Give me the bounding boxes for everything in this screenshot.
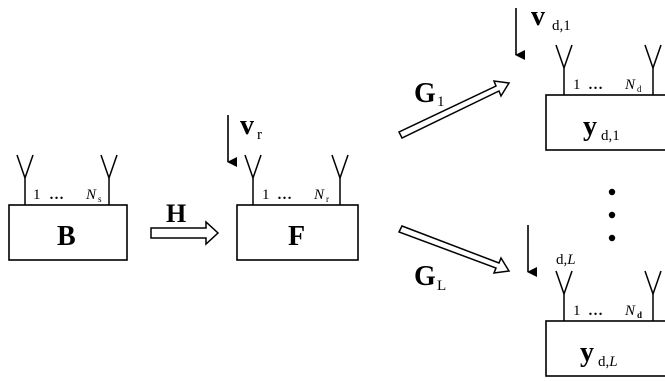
node-f-box bbox=[236, 204, 359, 261]
node-b-antenna-last-sub: s bbox=[98, 194, 102, 204]
node-f-antenna-last-sub: r bbox=[326, 194, 329, 204]
channel-g1-arrow bbox=[397, 80, 511, 139]
noise-vr-sub: r bbox=[257, 127, 262, 143]
channel-gl: G L bbox=[397, 225, 511, 294]
channel-h: H bbox=[150, 199, 220, 246]
channel-h-label: H bbox=[166, 199, 186, 228]
node-y1-antenna-first: 1 bbox=[573, 77, 581, 93]
node-yl-label: y bbox=[580, 337, 594, 368]
node-yl: 1 … N d y d,L bbox=[545, 270, 665, 377]
noise-vd1: v d,1 bbox=[515, 1, 571, 60]
channel-h-arrow bbox=[150, 220, 220, 246]
vertical-ellipsis bbox=[608, 188, 616, 242]
node-y1-antenna-left bbox=[555, 44, 573, 95]
node-b-box bbox=[8, 204, 128, 261]
node-yl-label-sub: d,L bbox=[598, 354, 618, 370]
node-f-antenna-left bbox=[244, 154, 262, 205]
node-f: 1 … N r F bbox=[236, 154, 359, 261]
channel-g1: G 1 bbox=[397, 78, 511, 139]
node-yl-antenna-last: N bbox=[624, 303, 636, 319]
node-f-antenna-first: 1 bbox=[262, 187, 270, 203]
channel-gl-sub: L bbox=[437, 278, 446, 294]
channel-gl-label: G bbox=[414, 261, 436, 292]
node-y1-box bbox=[545, 94, 665, 151]
node-b-label: B bbox=[57, 221, 76, 252]
node-y1-antenna-last: N bbox=[624, 77, 636, 93]
node-y1-label-sub: d,1 bbox=[601, 128, 620, 144]
node-b-antenna-dots: … bbox=[49, 187, 64, 203]
node-f-antenna-dots: … bbox=[277, 187, 292, 203]
channel-g1-sub: 1 bbox=[437, 94, 445, 110]
node-f-antenna-last: N bbox=[313, 187, 325, 203]
node-y1-antenna-right bbox=[644, 44, 662, 95]
noise-vdl-sub: d,L bbox=[556, 252, 576, 268]
node-f-label: F bbox=[288, 221, 305, 252]
noise-vdl: d,L bbox=[527, 225, 576, 277]
node-yl-antenna-first: 1 bbox=[573, 303, 581, 319]
node-f-antenna-right bbox=[331, 154, 349, 205]
node-yl-antenna-left bbox=[555, 270, 573, 321]
node-yl-antenna-right bbox=[644, 270, 662, 321]
channel-gl-arrow bbox=[397, 225, 511, 274]
node-y1-label: y bbox=[583, 111, 597, 142]
noise-vr: v r bbox=[227, 110, 262, 167]
node-y1: 1 … N d y d,1 bbox=[545, 44, 665, 151]
node-yl-box bbox=[545, 320, 665, 377]
node-yl-antenna-last-sub: d bbox=[637, 310, 642, 320]
noise-vr-label: v bbox=[240, 110, 254, 141]
noise-vd1-label: v bbox=[531, 1, 545, 32]
noise-vd1-sub: d,1 bbox=[552, 18, 571, 34]
node-b-antenna-first: 1 bbox=[33, 187, 41, 203]
node-b-antenna-right bbox=[100, 154, 118, 205]
node-y1-antenna-last-sub: d bbox=[637, 84, 642, 94]
channel-g1-label: G bbox=[414, 78, 436, 109]
node-y1-antenna-dots: … bbox=[588, 77, 603, 93]
node-b-antenna-last: N bbox=[85, 187, 97, 203]
node-b-antenna-left bbox=[16, 154, 34, 205]
node-yl-antenna-dots: … bbox=[588, 303, 603, 319]
node-b: 1 … N s B bbox=[8, 154, 128, 261]
